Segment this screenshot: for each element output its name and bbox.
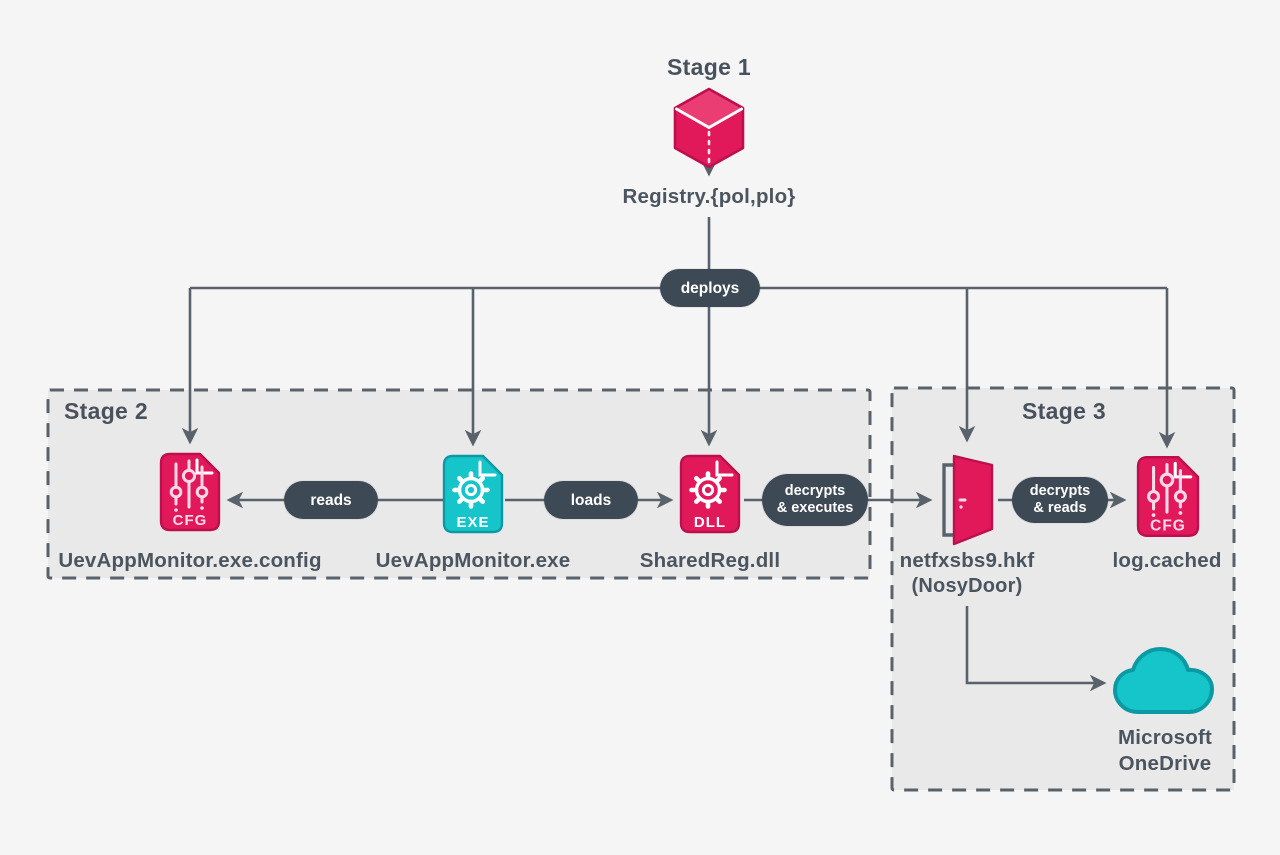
- cfg-badge: CFG: [173, 512, 208, 529]
- cube-icon: [670, 86, 748, 172]
- edge-door-to-onedrive: [965, 606, 1107, 692]
- onedrive-label-line2: OneDrive: [1118, 752, 1212, 775]
- stage1-title: Stage 1: [667, 54, 751, 80]
- reads-pill: reads: [284, 481, 378, 519]
- exe-file-icon: EXE: [442, 454, 504, 534]
- dll-node-label: SharedReg.dll: [639, 549, 781, 572]
- loads-pill: loads: [544, 481, 638, 519]
- exe-badge: EXE: [456, 514, 489, 531]
- cfg-node-label: UevAppMonitor.exe.config: [58, 549, 322, 572]
- stage2-title: Stage 2: [64, 398, 148, 424]
- cloud-icon: [1112, 642, 1218, 722]
- decrypts-reads-pill: decrypts & reads: [1012, 477, 1108, 523]
- door-node-label: netfxsbs9.hkf: [899, 549, 1035, 572]
- door-node-sublabel: (NosyDoor): [911, 575, 1023, 597]
- logcached-node-label: log.cached: [1112, 549, 1222, 572]
- stage3-title: Stage 3: [1022, 398, 1106, 424]
- exe-node-label: UevAppMonitor.exe: [375, 549, 571, 572]
- cfg-file-icon: CFG: [1136, 455, 1200, 538]
- cfg-file-icon: CFG: [159, 452, 221, 532]
- dll-badge: DLL: [694, 514, 726, 531]
- decrypts-executes-pill: decrypts & executes: [762, 474, 868, 526]
- deploys-pill: deploys: [660, 269, 760, 307]
- onedrive-label-line1: Microsoft: [1117, 726, 1213, 749]
- dll-file-icon: DLL: [679, 454, 741, 534]
- cfg-badge: CFG: [1150, 518, 1186, 535]
- registry-node-label: Registry.{pol,plo}: [622, 185, 796, 208]
- open-door-icon: [934, 448, 998, 548]
